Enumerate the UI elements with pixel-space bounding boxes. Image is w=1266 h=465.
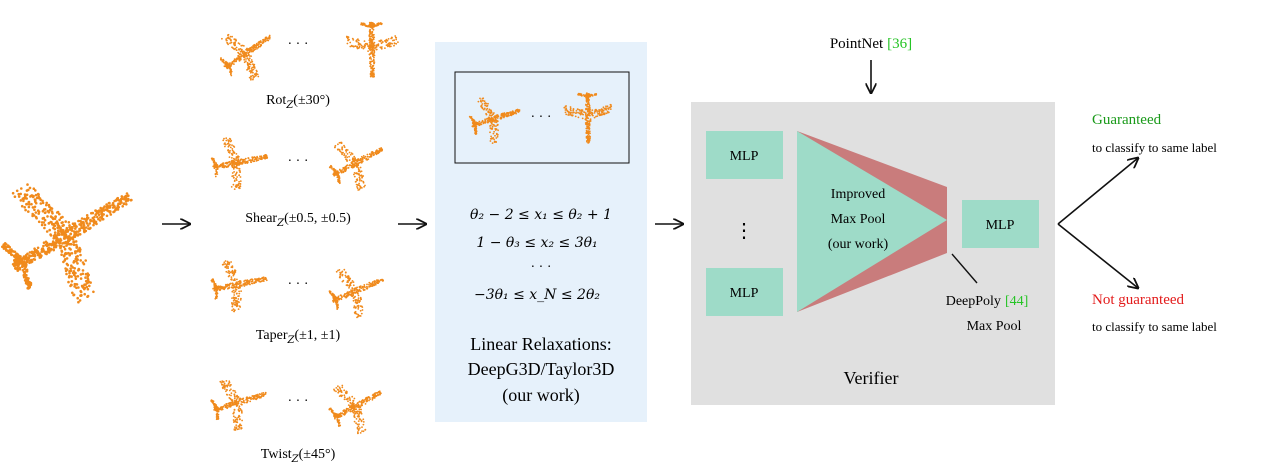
airplane-point-cloud [563,92,613,144]
svg-text:Max Pool: Max Pool [831,212,886,227]
transform-label-twist: TwistZ(±45°) [261,447,336,465]
relaxation-title-line2: DeepG3D/Taylor3D [468,359,615,379]
transform-label-shear: ShearZ(±0.5, ±0.5) [245,211,351,229]
svg-text:(our work): (our work) [828,237,889,252]
mlp-block-output [962,200,1039,248]
airplane-point-cloud [219,33,271,81]
guaranteed-subtext: to classify to same label [1092,140,1217,155]
transform-row-rot: · · · RotZ(±30°) [219,21,399,111]
relaxation-title-line3: (our work) [502,385,579,406]
verifier-title: Verifier [844,368,899,388]
not-guaranteed-subtext: to classify to same label [1092,319,1217,334]
transform-label-taper: TaperZ(±1, ±1) [256,328,341,346]
ellipsis: · · · [288,394,309,409]
deeppoly-label-line2: Max Pool [967,319,1022,334]
airplane-point-cloud [328,268,384,319]
ellipsis: · · · [288,154,309,169]
mlp-label-bottom: MLP [730,286,759,301]
constraint-ellipsis: · · · [531,260,552,275]
ellipsis: · · · [288,37,309,52]
svg-text:Improved: Improved [831,187,885,202]
airplane-point-cloud [328,384,382,435]
mlp-label-output: MLP [986,218,1015,233]
airplane-point-cloud [328,141,384,191]
mlp-block-bottom [706,268,783,316]
ellipsis: · · · [288,277,309,292]
constraint-n: −3θ₁ ≤ x_N ≤ 2θ₂ [474,287,600,303]
constraint-1: θ₂ − 2 ≤ x₁ ≤ θ₂ + 1 [470,207,612,223]
transform-row-shear: · · · ShearZ(±0.5, ±0.5) [210,137,384,229]
deeppoly-label: DeepPoly[44] [946,294,1029,309]
input-airplane-point-cloud [1,183,133,304]
transform-row-taper: · · · TaperZ(±1, ±1) [210,260,384,346]
airplane-point-cloud [210,260,268,313]
ellipsis: · · · [531,110,552,125]
airplane-point-cloud [210,137,269,191]
mlp-block-top [706,131,783,179]
improved-maxpool-label: Improved Max Pool (our work) [828,187,889,252]
deeppoly-pointer [951,253,978,284]
arrow-to-not-guaranteed [1057,223,1138,288]
guaranteed-label: Guaranteed [1092,112,1162,128]
airplane-point-cloud [468,97,521,145]
pointnet-label: PointNet[36] [830,36,912,52]
airplane-point-cloud [210,380,267,431]
not-guaranteed-label: Not guaranteed [1092,292,1185,308]
relaxation-sample-box [454,71,630,164]
vdots: ⋮ [734,220,754,242]
improved-maxpool-shape [797,131,947,312]
constraint-2: 1 − θ₃ ≤ x₂ ≤ 3θ₁ [476,235,597,251]
relaxation-panel [435,42,647,422]
transform-row-twist: · · · TwistZ(±45°) [210,380,382,465]
airplane-point-cloud [345,21,399,78]
transform-label-rot: RotZ(±30°) [266,93,330,111]
relaxation-title-line1: Linear Relaxations: [470,334,611,354]
arrow-to-guaranteed [1057,158,1138,225]
mlp-label-top: MLP [730,149,759,164]
relaxation-title: Linear Relaxations: DeepG3D/Taylor3D (ou… [468,334,615,406]
constraint-list: θ₂ − 2 ≤ x₁ ≤ θ₂ + 1 1 − θ₃ ≤ x₂ ≤ 3θ₁ ·… [470,207,612,303]
